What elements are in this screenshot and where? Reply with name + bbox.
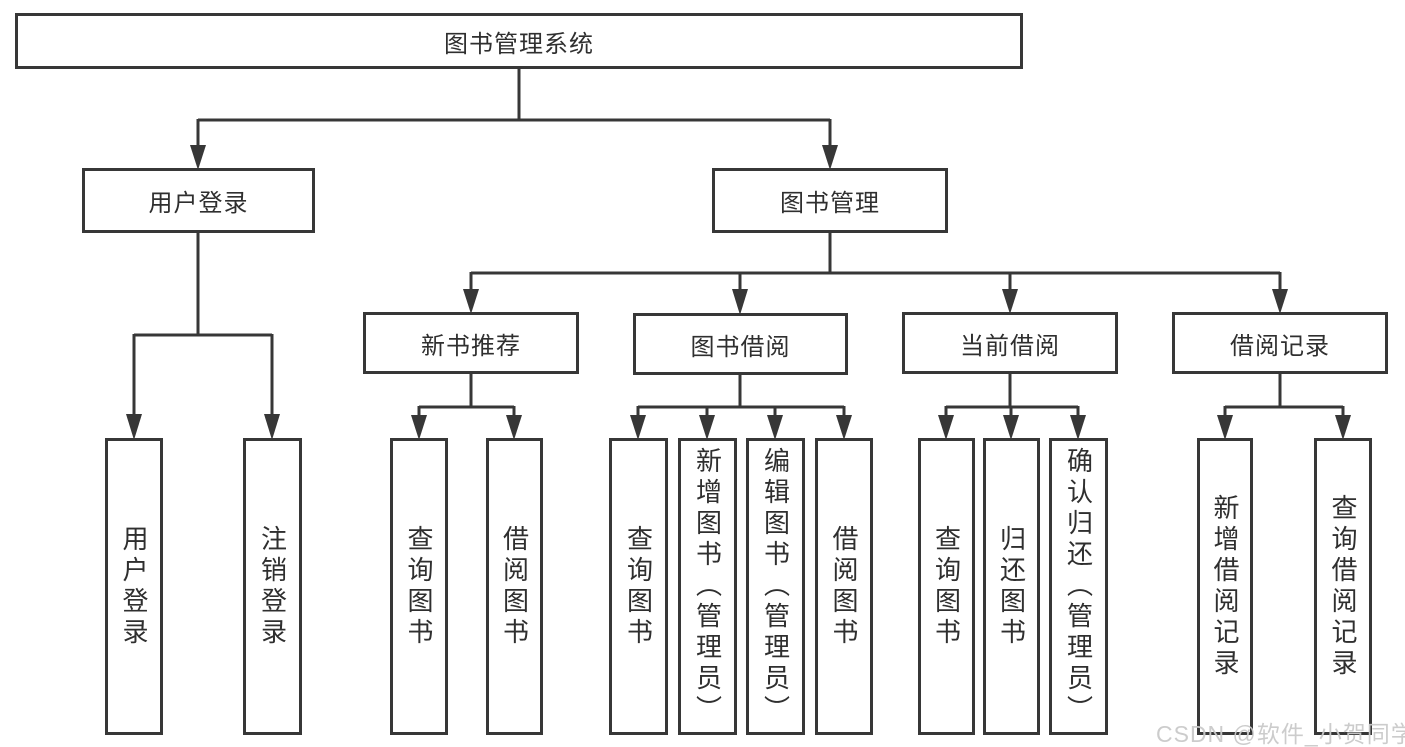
node-book-borrow: 图书借阅	[633, 313, 848, 375]
leaf-query-books-current: 查询图书	[918, 438, 975, 735]
leaf-add-borrow-record: 新增借阅记录	[1197, 438, 1253, 735]
node-new-book-recommend: 新书推荐	[363, 312, 579, 374]
leaf-query-books-borrow: 查询图书	[609, 438, 668, 735]
leaf-query-borrow-record: 查询借阅记录	[1314, 438, 1372, 735]
arrowhead-icons	[126, 145, 1351, 440]
leaf-query-books-recommend: 查询图书	[390, 438, 448, 735]
leaf-user-login: 用户登录	[105, 438, 163, 735]
node-borrow-records: 借阅记录	[1172, 312, 1388, 374]
csdn-watermark: CSDN @软件_小贺同学	[1156, 721, 1405, 747]
leaf-edit-books-admin: 编辑图书（管理员）	[746, 438, 805, 735]
leaf-borrow-books-recommend: 借阅图书	[486, 438, 543, 735]
node-book-management: 图书管理	[712, 168, 948, 233]
node-user-login: 用户登录	[82, 168, 315, 233]
node-current-borrow: 当前借阅	[902, 312, 1118, 374]
leaf-logout: 注销登录	[243, 438, 302, 735]
node-root-system: 图书管理系统	[15, 13, 1023, 69]
leaf-borrow-books: 借阅图书	[815, 438, 873, 735]
leaf-return-books: 归还图书	[983, 438, 1040, 735]
leaf-add-books-admin: 新增图书（管理员）	[678, 438, 737, 735]
leaf-confirm-return-admin: 确认归还（管理员）	[1049, 438, 1108, 735]
